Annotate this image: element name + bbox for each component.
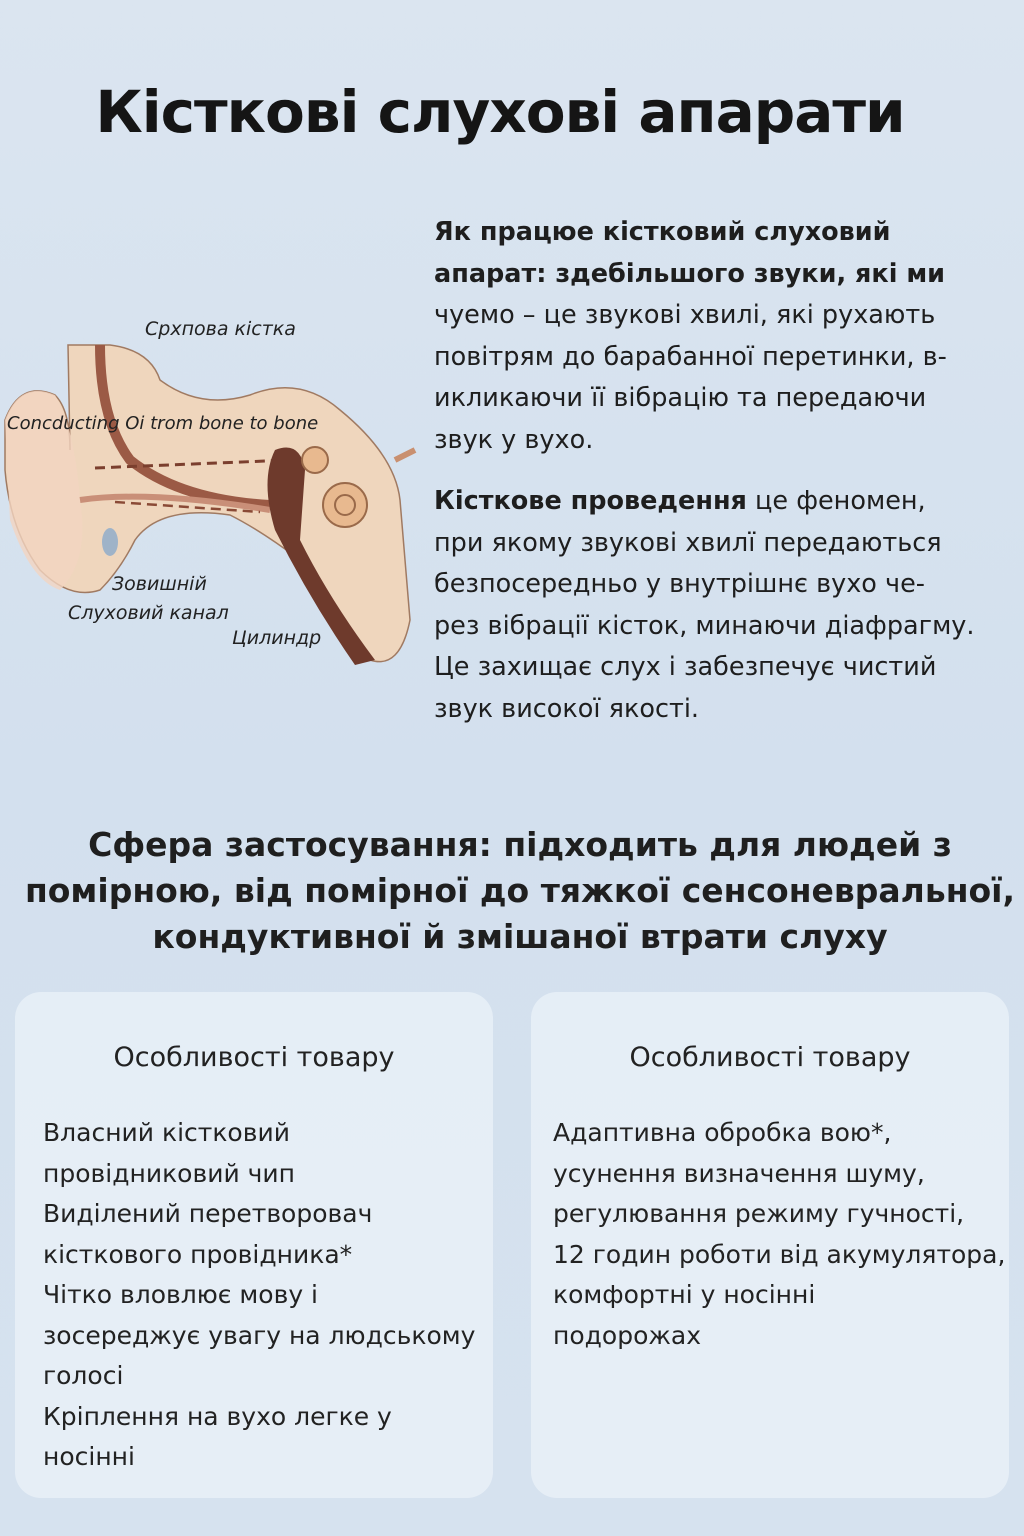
feature-list: Адаптивна обробка вою*, усунення визначе…	[531, 1113, 1009, 1356]
scope-line: помірною, від помірної до тяжкої сенсоне…	[24, 871, 1016, 910]
feature-line: Адаптивна обробка вою*,	[553, 1118, 892, 1147]
feature-line: регулювання режиму гучності,	[553, 1199, 965, 1228]
desc-line: апарат: здебільшого звуки, які ми	[434, 258, 946, 289]
feature-line: кісткового провідника*	[43, 1239, 353, 1269]
ear-diagram-image	[4, 344, 417, 665]
desc-line: Це захищає слух і забезпечує чистий	[434, 652, 937, 682]
feature-line: Власний кістковий	[43, 1118, 290, 1147]
application-scope: Сфера застосування: підходить для людей …	[0, 822, 1024, 960]
feature-line: Кріплення на вухо легке у	[43, 1401, 392, 1431]
desc-line: икликаючи її вібрацію та передаючи	[434, 383, 927, 413]
feature-list: Власний кістковий провідниковий чип Виділ…	[15, 1113, 493, 1478]
scope-line: Сфера застосування: підходить для людей …	[88, 825, 952, 864]
label-top-bone: Срхпова кістка	[145, 318, 296, 340]
feature-line: Чітко вловлює мову і	[43, 1280, 318, 1309]
description: Як працюе кістковий слуховий апарат: зде…	[434, 212, 1024, 730]
card-title: Особливості товару	[629, 1042, 911, 1073]
feature-line: Виділений перетворовач	[43, 1199, 373, 1228]
scope-line: кондуктивної й змішаної втрати слуху	[152, 917, 888, 956]
desc-line: Кісткове проведення це феномен,	[434, 481, 1024, 523]
feature-line: подорожах	[553, 1320, 702, 1350]
desc-line: рез вібрації кісток, минаючи діафрагму.	[434, 610, 975, 641]
feature-line: усунення визначення шуму,	[553, 1158, 925, 1188]
card-title: Особливості товару	[113, 1042, 395, 1073]
description-paragraph-2: Кісткове проведення це феномен, при яком…	[434, 481, 1024, 730]
feature-line: комфортні у носінні	[553, 1280, 816, 1309]
feature-line: носінні	[43, 1442, 135, 1471]
feature-item: Виділений перетворовач кісткового провідн…	[43, 1194, 493, 1275]
feature-line: зосереджує увагу на людському	[43, 1320, 476, 1350]
feature-item: Чітко вловлює мову і зосереджує увагу на …	[43, 1275, 493, 1397]
page-title: Кісткові слухові апарати	[95, 78, 905, 146]
desc-line: чуемо – це звукові хвилі, які рухають	[434, 300, 936, 330]
label-conducting: Concducting Oi trom bone to bone	[7, 413, 319, 434]
feature-line: голосі	[43, 1361, 124, 1390]
label-cylinder: Цилиндр	[232, 627, 322, 649]
feature-item: Адаптивна обробка вою*, усунення визначе…	[553, 1113, 1009, 1356]
label-outer: Зовишній	[112, 573, 207, 595]
desc-line: при якому звукові хвилї передаються	[434, 527, 942, 558]
feature-line: провідниковий чип	[43, 1158, 296, 1188]
ear-anatomy-illustration: Срхпова кістка Concducting Oi trom bone …	[0, 300, 430, 680]
feature-item: Власний кістковий провідниковий чип	[43, 1113, 493, 1194]
desc-text: це феномен,	[746, 486, 926, 516]
bold-term: Кісткове проведення	[434, 486, 747, 516]
desc-line: повітрям до барабанної перетинки, в-	[434, 341, 947, 372]
features-card-2: Особливості товару Адаптивна обробка вою…	[531, 992, 1009, 1498]
desc-line: звук високої якості.	[434, 693, 700, 724]
label-canal: Слуховий канал	[68, 602, 229, 624]
desc-line: безпосередньо у внутрішнє вухо че-	[434, 569, 925, 599]
desc-line: Як працюе кістковий слуховий	[434, 217, 891, 247]
desc-line: звук у вухо.	[434, 424, 594, 455]
features-card-1: Особливості товару Власний кістковий пров…	[15, 992, 493, 1498]
description-paragraph-1: Як працюе кістковий слуховий апарат: зде…	[434, 212, 1024, 461]
feature-item: Кріплення на вухо легке у носінні	[43, 1397, 493, 1478]
feature-line: 12 годин роботи від акумулятора,	[553, 1239, 1006, 1269]
